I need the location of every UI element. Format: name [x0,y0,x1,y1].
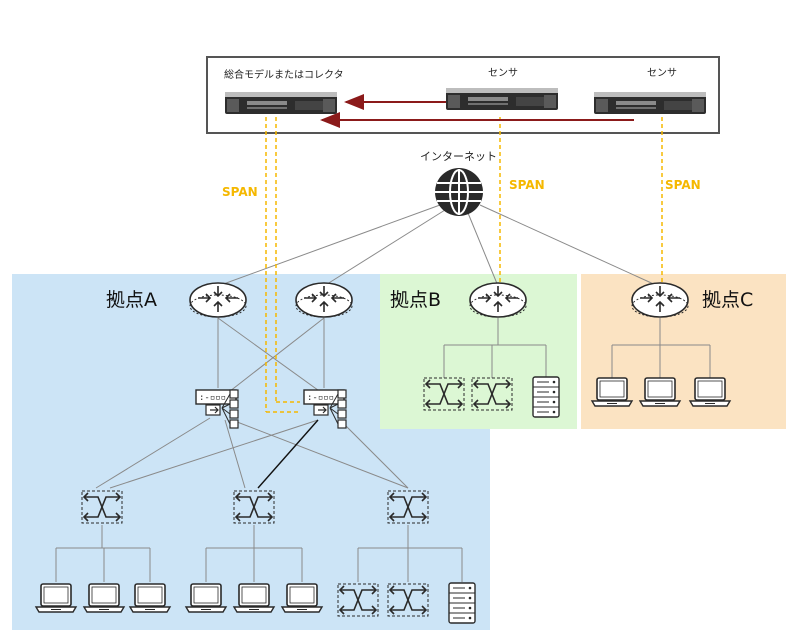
span-label-3: SPAN [665,178,701,192]
laptop-icon-a5 [233,583,275,613]
internet-links [217,204,659,287]
sensor1-label: センサ [488,67,518,79]
laptop-icon-a4 [185,583,227,613]
router-icon-a1 [189,282,247,318]
laptop-icon-c1 [591,377,633,407]
access-trees [55,318,711,582]
collector-label: 総合モデルまたはコレクタ [224,68,344,81]
router-icon-a2 [295,282,353,318]
collector-server [225,92,337,114]
internet-label: インターネット [420,150,497,163]
laptop-icon-a2 [83,583,125,613]
laptop-icon-c2 [639,377,681,407]
span-label-2: SPAN [509,178,545,192]
span-label-1: SPAN [222,185,258,199]
sensor2-label: センサ [647,67,677,79]
sensor-server-1 [446,88,558,110]
router-icon-b [469,282,527,318]
site-a-label: 拠点A [106,289,157,311]
site-b-label: 拠点B [390,289,441,311]
site-c-label: 拠点C [702,289,753,311]
sensor-server-2 [594,92,706,114]
site-a-links [95,317,409,489]
globe-icon [435,168,483,216]
laptop-icon-a1 [35,583,77,613]
server-rack-icon-a [448,582,476,624]
laptop-icon-a6 [281,583,323,613]
site-a-highlight-link [257,419,319,489]
server-rack-icon-b [532,376,560,418]
laptop-icon-c3 [689,377,731,407]
router-icon-c [631,282,689,318]
laptop-icon-a3 [129,583,171,613]
span-lines [265,117,663,413]
